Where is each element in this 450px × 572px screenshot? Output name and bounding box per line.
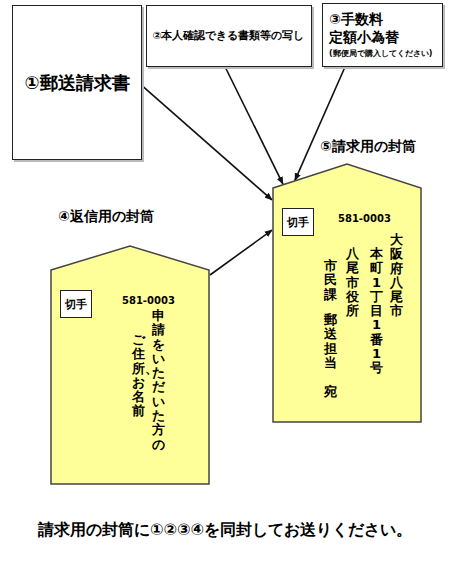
document-box: ①郵送請求書 xyxy=(12,5,142,160)
envelope-heading: ⑤請求用の封筒 xyxy=(320,138,416,156)
node-label: (郵便局で購入してください) xyxy=(329,48,432,59)
stamp-box: 切手 xyxy=(282,208,314,236)
node-label: ①郵送請求書 xyxy=(24,71,129,95)
address-column: 市民課 xyxy=(324,259,337,302)
fee-box: ③手数料 定額小為替 (郵便局で購入してください) xyxy=(322,3,443,67)
address-column: 申請をいただいた方の xyxy=(152,309,165,452)
address-column: 宛 xyxy=(324,385,337,399)
node-label: 切手 xyxy=(65,297,87,312)
arrow-connector xyxy=(225,67,283,184)
node-label: 切手 xyxy=(287,215,309,230)
stamp-box: 切手 xyxy=(60,290,92,318)
address-column: 本町1丁目1番1号 xyxy=(370,247,383,376)
address-column: 大阪府八尾市 xyxy=(390,233,403,319)
node-label: ②本人確認できる書類等の写し xyxy=(153,29,305,43)
document-box: ②本人確認できる書類等の写し xyxy=(146,5,312,67)
envelope-outline xyxy=(50,245,210,485)
postal-code: 581-0003 xyxy=(122,295,175,306)
node-label: ③手数料 定額小為替 xyxy=(329,11,436,46)
envelope-heading: ④返信用の封筒 xyxy=(58,208,154,226)
address-column: 郵送担当 xyxy=(324,313,337,370)
arrow-connector xyxy=(210,230,272,275)
arrow-connector xyxy=(295,67,345,180)
address-column: ご住所、お名前 xyxy=(132,333,145,419)
caption: 請求用の封筒に①②③④を同封してお送りください。 xyxy=(0,520,450,541)
address-column: 八尾市役所 xyxy=(346,247,359,318)
postal-code: 581-0003 xyxy=(338,213,391,224)
return-envelope: ④返信用の封筒581-0003申請をいただいた方のご住所、お名前切手 xyxy=(50,245,210,485)
arrow-connector xyxy=(142,86,272,200)
request-envelope: ⑤請求用の封筒581-0003大阪府八尾市本町1丁目1番1号八尾市役所市民課郵送… xyxy=(272,163,422,423)
